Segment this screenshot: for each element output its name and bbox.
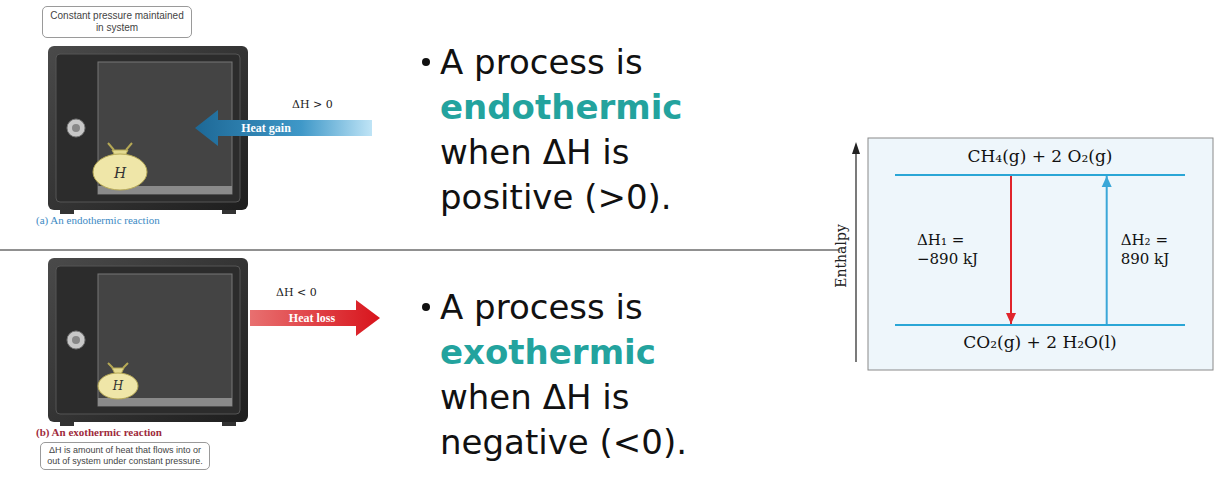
note-box: ΔH is amount of heat that flows into or … xyxy=(40,442,210,470)
bullet-statement: A process isendothermicwhen ΔH is positi… xyxy=(440,40,770,220)
enthalpy-symbol: H xyxy=(113,379,123,393)
node-text: Constant pressure maintained in system xyxy=(47,10,187,34)
bullet-statement: A process isexothermicwhen ΔH is negativ… xyxy=(440,285,770,465)
statement-text: when ΔH is negative (<0). xyxy=(440,375,770,465)
axis-arrowhead xyxy=(852,142,860,154)
delta-h-label: ΔH₁ = −890 kJ xyxy=(917,231,997,269)
enthalpy-arrow xyxy=(1106,176,1108,324)
axis-label: Enthalpy xyxy=(833,224,849,288)
bag-tie xyxy=(108,363,128,368)
delta-h-sign: ΔH < 0 xyxy=(276,286,317,299)
node-text: CH₄(g) + 2 O₂(g) xyxy=(895,146,1185,166)
safe-foot xyxy=(60,210,74,214)
safe-dial xyxy=(67,331,85,349)
safe-glass xyxy=(98,274,232,406)
safe-body xyxy=(48,258,248,422)
safe-foot xyxy=(60,422,74,426)
note-box: Constant pressure maintained in system xyxy=(42,6,192,38)
delta-h-label: ΔH₂ = 890 kJ xyxy=(1121,231,1201,269)
enthalpy-axis xyxy=(855,152,856,362)
safe-illustration xyxy=(48,258,248,426)
bag-tie xyxy=(108,143,132,150)
arrow-label: Heat loss xyxy=(289,311,335,326)
bullet-dot xyxy=(422,58,430,66)
statement-text: A process is xyxy=(440,285,770,330)
node-text: ΔH is amount of heat that flows into or … xyxy=(45,445,205,467)
diagram-panel xyxy=(868,138,1213,370)
safe-dial xyxy=(72,124,80,132)
node-text: CO₂(g) + 2 H₂O(l) xyxy=(895,332,1185,352)
enthalpy-bag xyxy=(93,154,147,190)
safe-dial xyxy=(72,336,80,344)
safe-door xyxy=(56,266,240,414)
safe-foot xyxy=(222,422,236,426)
enthalpy-bag xyxy=(98,373,138,399)
enthalpy-level: CH₄(g) + 2 O₂(g) xyxy=(895,146,1185,176)
enthalpy-arrow xyxy=(1010,176,1012,324)
heat-gain-arrow xyxy=(195,110,372,146)
safe-dial xyxy=(67,119,85,137)
key-term: endothermic xyxy=(440,85,770,130)
enthalpy-level: CO₂(g) + 2 H₂O(l) xyxy=(895,324,1185,352)
figure-caption: (b) An exothermic reaction xyxy=(36,426,162,438)
delta-h-sign: ΔH > 0 xyxy=(292,98,333,111)
figure-caption: (a) An endothermic reaction xyxy=(36,214,160,226)
bullet-dot xyxy=(422,303,430,311)
safe-foot xyxy=(222,210,236,214)
key-term: exothermic xyxy=(440,330,770,375)
enthalpy-symbol: H xyxy=(114,165,126,181)
arrow-label: Heat gain xyxy=(241,121,291,136)
separator-line xyxy=(0,250,840,251)
statement-text: A process is xyxy=(440,40,770,85)
statement-text: when ΔH is positive (>0). xyxy=(440,130,770,220)
heat-loss-arrow xyxy=(250,300,380,336)
